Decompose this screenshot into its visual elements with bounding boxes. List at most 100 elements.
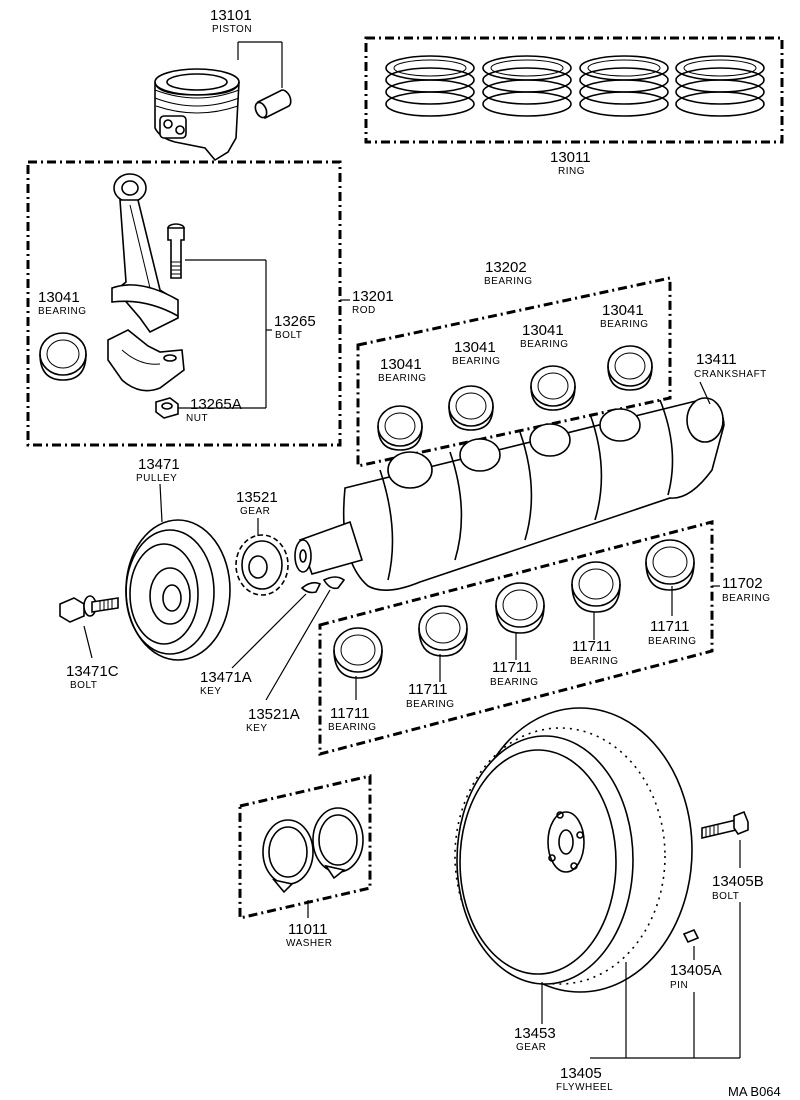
bearing-1-part-name: BEARING: [378, 373, 427, 384]
bearing-3-part-name: BEARING: [520, 339, 569, 350]
main-bearing-5-part-number: 11711: [650, 618, 690, 635]
bearing-shell: [607, 345, 653, 391]
rod-bearing-shells: [377, 345, 653, 451]
main-bearing-2-part-number: 11711: [408, 681, 448, 698]
ring-set: [675, 55, 765, 117]
rod-part-name: ROD: [352, 305, 376, 316]
main-bearing-shells: [333, 539, 695, 679]
rod-group-box: [26, 160, 342, 447]
rod-nut-part-number: 13265A: [190, 396, 242, 413]
rod-bearing-group-box: [356, 276, 672, 468]
pulley-part-number: 13471: [138, 456, 180, 473]
piston-part-number: 13101: [210, 7, 252, 24]
bearing-2-part-name: BEARING: [452, 356, 501, 367]
flywheel-leaders: [541, 840, 741, 1059]
ring-group-box: [364, 36, 784, 144]
key-2-part-name: KEY: [246, 723, 268, 734]
bearing-shell: [333, 627, 383, 679]
piston-leader: [237, 41, 283, 88]
piston-part-name: PISTON: [212, 24, 252, 35]
washer-part-name: WASHER: [286, 938, 333, 949]
pulley-part-name: PULLEY: [136, 473, 177, 484]
crankshaft-part-number: 13411: [696, 351, 737, 368]
bearing-4-part-name: BEARING: [600, 319, 649, 330]
bearing-shell: [418, 605, 468, 657]
piston-pin-part: [254, 89, 292, 120]
bearing-3-part-number: 13041: [522, 322, 564, 339]
key-1-part-name: KEY: [200, 686, 222, 697]
gear-part-name: GEAR: [240, 506, 270, 517]
flywheel-bolt-part-name: BOLT: [712, 891, 739, 902]
rod-bearing-set-part-number: 13202: [485, 259, 527, 276]
crankshaft-leader: [699, 381, 711, 405]
washer-group-box: [238, 774, 372, 920]
main-bearing-set-part-name: BEARING: [722, 593, 771, 604]
washer-part-number: 11011: [288, 921, 328, 938]
pulley-bolt-part: [59, 595, 119, 623]
key-1-part-number: 13471A: [200, 669, 252, 686]
flywheel-part-number: 13405: [560, 1065, 602, 1082]
diagram-reference-code: MA B064: [728, 1084, 781, 1099]
pulley-bolt-part-number: 13471C: [66, 663, 119, 680]
bearing-1-part-number: 13041: [380, 356, 422, 373]
bearing-shell: [645, 539, 695, 591]
ring-gear-part-name: GEAR: [516, 1042, 546, 1053]
key-leaders: [231, 589, 331, 701]
bearing-shell: [530, 365, 576, 411]
bearing-shell: [571, 561, 621, 613]
ring-set: [385, 55, 475, 117]
rod-bolt-part-name: BOLT: [275, 330, 302, 341]
crankshaft-pulley-part: [125, 519, 231, 661]
rod-nut-part: [155, 397, 179, 419]
ring-set: [579, 55, 669, 117]
main-bearing-leaders: [355, 585, 720, 700]
crankshaft-part: [294, 397, 725, 591]
rod-leaders: [178, 259, 350, 409]
flywheel-pin-part-number: 13405A: [670, 962, 722, 979]
flywheel-bolt-part-number: 13405B: [712, 873, 764, 890]
rod-bearing-shell: [39, 332, 87, 381]
pulley-bolt-leader: [83, 625, 93, 659]
flywheel-bolt-part: [701, 810, 749, 840]
pulley-bolt-part-name: BOLT: [70, 680, 97, 691]
piston-part: [154, 68, 240, 162]
rod-part-number: 13201: [352, 288, 394, 305]
rod-cap-part: [107, 329, 185, 392]
main-bearing-3-part-number: 11711: [492, 659, 532, 676]
key-2-part-number: 13521A: [248, 706, 300, 723]
flywheel-pin-part: [682, 928, 700, 944]
ring-part-number: 13011: [550, 149, 591, 166]
rod-bolt-part: [167, 223, 185, 279]
connecting-rod-part: [111, 173, 179, 334]
rod-bolt-part-number: 13265: [274, 313, 316, 330]
main-bearing-4-part-number: 11711: [572, 638, 612, 655]
flywheel-pin-part-name: PIN: [670, 980, 688, 991]
bearing-shell: [495, 582, 545, 634]
main-bearing-group-box: [318, 520, 714, 756]
ring-gear-part-number: 13453: [514, 1025, 556, 1042]
main-bearing-3-part-name: BEARING: [490, 677, 539, 688]
main-bearing-1-part-number: 11711: [330, 705, 370, 722]
crankshaft-part-name: CRANKSHAFT: [694, 369, 767, 380]
keys-part: [300, 576, 346, 594]
piston-rings: [385, 55, 765, 117]
pulley-leader: [159, 483, 163, 523]
main-bearing-4-part-name: BEARING: [570, 656, 619, 667]
main-bearing-1-part-name: BEARING: [328, 722, 377, 733]
rod-bearing-part-name: BEARING: [38, 306, 87, 317]
ring-set: [482, 55, 572, 117]
rod-nut-part-name: NUT: [186, 413, 208, 424]
bearing-4-part-number: 13041: [602, 302, 644, 319]
gear-part-number: 13521: [236, 489, 278, 506]
rod-bearing-set-part-name: BEARING: [484, 276, 533, 287]
bearing-shell: [448, 385, 494, 431]
flywheel-part: [454, 707, 693, 993]
ring-part-name: RING: [558, 166, 585, 177]
timing-gear-part: [235, 534, 289, 596]
thrust-washers-part: [262, 807, 364, 894]
main-bearing-2-part-name: BEARING: [406, 699, 455, 710]
flywheel-part-name: FLYWHEEL: [556, 1082, 613, 1093]
bearing-2-part-number: 13041: [454, 339, 496, 356]
rod-bearing-part-number: 13041: [38, 289, 80, 306]
